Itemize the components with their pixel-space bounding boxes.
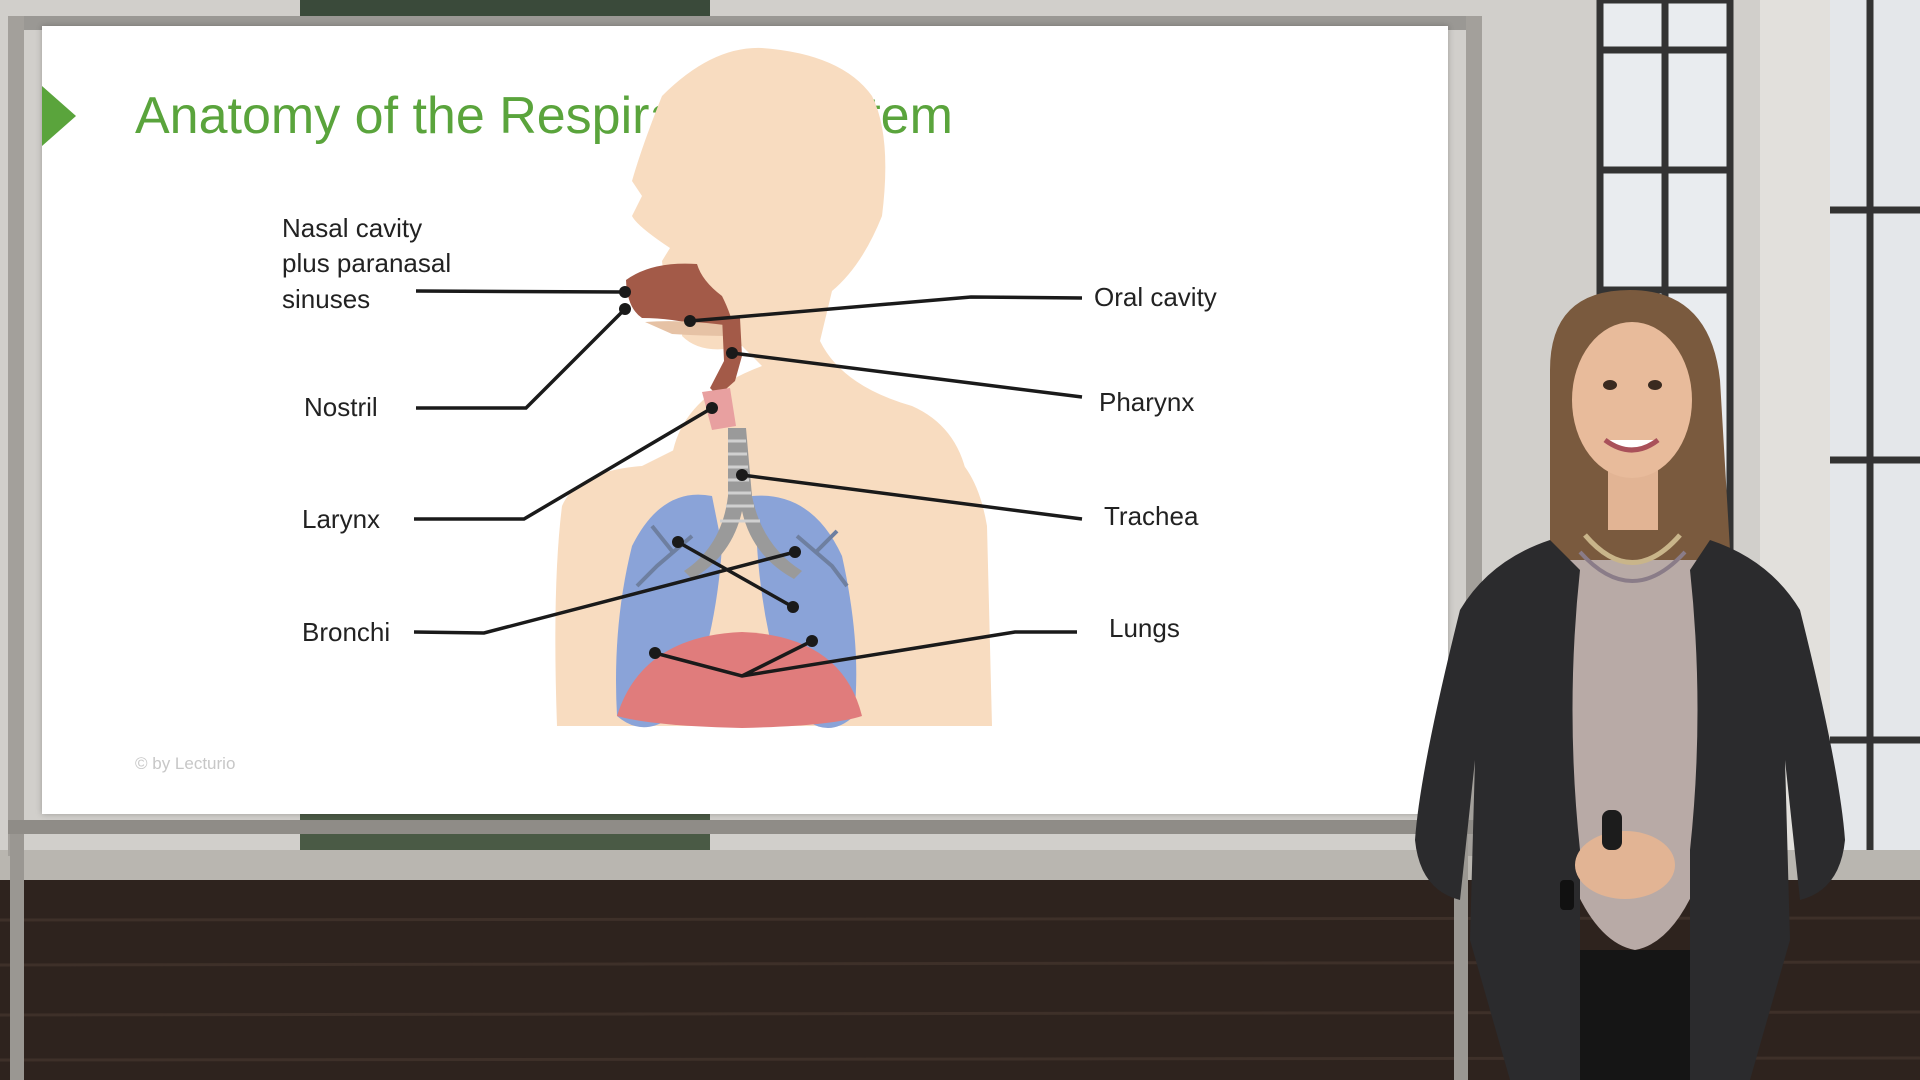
label-nostril: Nostril bbox=[304, 392, 378, 422]
pharynx-shape bbox=[710, 316, 742, 396]
leader-pharynx bbox=[731, 351, 1083, 399]
leader-lungs bbox=[654, 630, 1077, 678]
label-nasal-line3: sinuses bbox=[282, 284, 370, 314]
trachea-shape bbox=[684, 428, 802, 579]
leader-oral bbox=[689, 295, 1083, 323]
leader-larynx bbox=[414, 406, 713, 521]
larynx-shape bbox=[702, 388, 736, 430]
presenter-figure bbox=[1415, 290, 1845, 1080]
leader-nasal bbox=[415, 289, 626, 294]
label-pharynx: Pharynx bbox=[1099, 387, 1194, 417]
leader-bronchi-2 bbox=[677, 540, 794, 609]
leader-lines bbox=[413, 289, 1083, 678]
presentation-slide: Anatomy of the Respiratory System bbox=[42, 26, 1448, 814]
label-oral-cavity: Oral cavity bbox=[1094, 282, 1217, 312]
respiratory-diagram: Nasal cavity plus paranasal sinuses Nost… bbox=[282, 47, 1217, 728]
label-nasal-line1: Nasal cavity bbox=[282, 213, 422, 243]
bronchi-branches bbox=[635, 524, 849, 588]
label-bronchi: Bronchi bbox=[302, 617, 390, 647]
label-trachea: Trachea bbox=[1104, 501, 1199, 531]
diaphragm-shape bbox=[617, 632, 862, 728]
leader-dots bbox=[619, 286, 818, 659]
label-larynx: Larynx bbox=[302, 504, 380, 534]
leader-bronchi bbox=[413, 550, 796, 635]
leader-nostril bbox=[416, 307, 627, 410]
slide-marker-triangle-icon bbox=[42, 86, 76, 146]
copyright-notice: © by Lecturio bbox=[135, 754, 236, 773]
oral-cavity-shape bbox=[645, 321, 734, 336]
leader-trachea bbox=[741, 473, 1083, 521]
leader-lungs-2 bbox=[741, 639, 813, 678]
label-nasal-line2: plus paranasal bbox=[282, 248, 451, 278]
label-lungs: Lungs bbox=[1109, 613, 1180, 643]
nasal-cavity-shape bbox=[626, 263, 734, 331]
